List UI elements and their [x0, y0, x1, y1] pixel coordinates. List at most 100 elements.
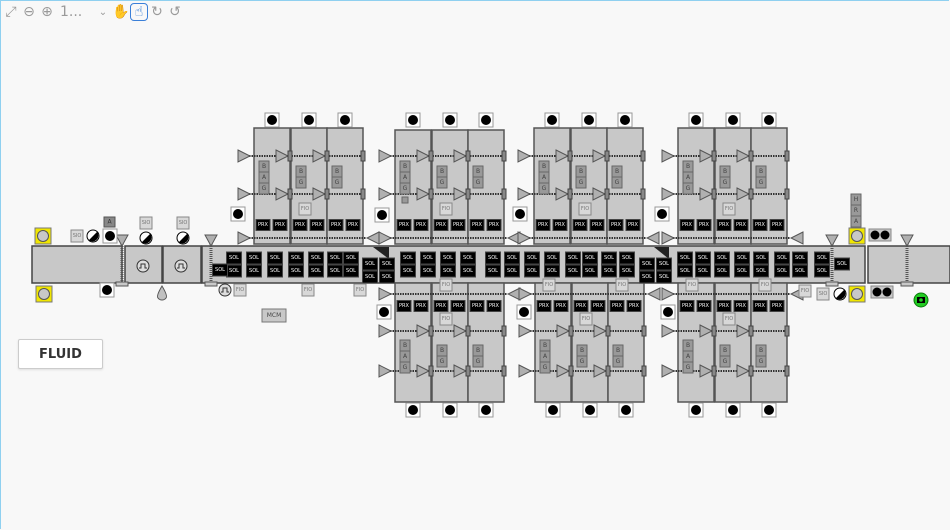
pointer-icon[interactable]: ☝ — [130, 3, 148, 21]
sol-tag[interactable] — [565, 251, 581, 265]
prx-tag[interactable] — [626, 300, 642, 312]
prx-tag[interactable] — [679, 219, 695, 231]
sol-tag[interactable] — [734, 251, 750, 265]
sol-tag[interactable] — [814, 251, 830, 265]
pulse-icon[interactable] — [136, 259, 150, 273]
prx-tag[interactable] — [292, 219, 308, 231]
sol-tag[interactable] — [792, 251, 808, 265]
prx-tag[interactable] — [696, 300, 712, 312]
sol-tag[interactable] — [656, 270, 672, 284]
sol-tag[interactable] — [460, 251, 476, 265]
sol-tag[interactable] — [504, 264, 520, 278]
prx-tag[interactable] — [345, 219, 361, 231]
fio-tag[interactable] — [798, 284, 812, 298]
sol-tag[interactable] — [656, 257, 672, 271]
hand-pan-icon[interactable]: ✋ — [112, 4, 130, 20]
sol-tag[interactable] — [327, 264, 343, 278]
sol-tag[interactable] — [400, 251, 416, 265]
sol-tag[interactable] — [814, 264, 830, 278]
sol-tag[interactable] — [420, 264, 436, 278]
prx-tag[interactable] — [486, 300, 502, 312]
prx-tag[interactable] — [609, 300, 625, 312]
prx-tag[interactable] — [255, 219, 271, 231]
prx-tag[interactable] — [328, 219, 344, 231]
prx-tag[interactable] — [572, 219, 588, 231]
prx-tag[interactable] — [535, 219, 551, 231]
sol-tag[interactable] — [734, 264, 750, 278]
sol-tag[interactable] — [379, 270, 395, 284]
sol-tag[interactable] — [343, 251, 359, 265]
sol-tag[interactable] — [226, 251, 242, 265]
sol-tag[interactable] — [288, 264, 304, 278]
prx-tag[interactable] — [679, 300, 695, 312]
sol-tag[interactable] — [379, 257, 395, 271]
sio-tag[interactable] — [816, 287, 830, 301]
sol-tag[interactable] — [695, 251, 711, 265]
fluid-button[interactable]: FLUID — [18, 339, 103, 369]
fio-tag[interactable] — [685, 278, 699, 292]
sol-tag[interactable] — [362, 270, 378, 284]
sol-tag[interactable] — [327, 251, 343, 265]
sol-tag[interactable] — [212, 263, 228, 277]
sol-tag[interactable] — [695, 264, 711, 278]
sio-tag[interactable] — [70, 229, 84, 243]
prx-tag[interactable] — [733, 300, 749, 312]
sol-tag[interactable] — [308, 251, 324, 265]
prx-tag[interactable] — [433, 300, 449, 312]
sol-tag[interactable] — [440, 264, 456, 278]
sol-tag[interactable] — [639, 270, 655, 284]
fit-screen-icon[interactable]: ⤢ — [5, 4, 17, 20]
prx-tag[interactable] — [486, 219, 502, 231]
sol-tag[interactable] — [288, 251, 304, 265]
zoom-out-icon[interactable]: ⊖ — [23, 4, 35, 20]
sol-tag[interactable] — [343, 264, 359, 278]
sol-tag[interactable] — [714, 264, 730, 278]
sol-tag[interactable] — [504, 251, 520, 265]
sol-tag[interactable] — [619, 264, 635, 278]
sol-tag[interactable] — [485, 251, 501, 265]
prx-tag[interactable] — [552, 219, 568, 231]
prx-tag[interactable] — [573, 300, 589, 312]
prx-tag[interactable] — [272, 219, 288, 231]
zoom-level-select[interactable]: 1... — [60, 4, 83, 20]
sol-tag[interactable] — [267, 264, 283, 278]
sol-tag[interactable] — [677, 251, 693, 265]
fio-tag[interactable] — [233, 283, 247, 297]
sol-tag[interactable] — [677, 264, 693, 278]
fio-tag[interactable] — [298, 202, 312, 216]
sol-tag[interactable] — [420, 251, 436, 265]
sol-tag[interactable] — [774, 264, 790, 278]
sol-tag[interactable] — [246, 251, 262, 265]
prx-tag[interactable] — [769, 219, 785, 231]
sio-tag[interactable] — [176, 216, 190, 230]
prx-tag[interactable] — [553, 300, 569, 312]
pulse-icon[interactable] — [174, 259, 188, 273]
fio-tag[interactable] — [439, 278, 453, 292]
sio-tag[interactable] — [139, 216, 153, 230]
fio-tag[interactable] — [722, 312, 736, 326]
fio-tag[interactable] — [579, 312, 593, 326]
prx-tag[interactable] — [396, 300, 412, 312]
sol-tag[interactable] — [544, 251, 560, 265]
sol-tag[interactable] — [246, 264, 262, 278]
sol-tag[interactable] — [308, 264, 324, 278]
zoom-in-icon[interactable]: ⊕ — [41, 4, 53, 20]
sol-tag[interactable] — [460, 264, 476, 278]
sol-tag[interactable] — [524, 264, 540, 278]
sol-tag[interactable] — [565, 264, 581, 278]
fio-tag[interactable] — [722, 202, 736, 216]
pulse-icon[interactable] — [218, 283, 232, 297]
prx-tag[interactable] — [769, 300, 785, 312]
prx-tag[interactable] — [716, 219, 732, 231]
sol-tag[interactable] — [601, 264, 617, 278]
fio-tag[interactable] — [439, 312, 453, 326]
sol-tag[interactable] — [792, 264, 808, 278]
prx-tag[interactable] — [396, 219, 412, 231]
prx-tag[interactable] — [716, 300, 732, 312]
sol-tag[interactable] — [524, 251, 540, 265]
rotate-icon[interactable]: ↻ — [151, 4, 163, 20]
sol-tag[interactable] — [601, 251, 617, 265]
prx-tag[interactable] — [752, 219, 768, 231]
sol-tag[interactable] — [544, 264, 560, 278]
sol-tag[interactable] — [714, 251, 730, 265]
